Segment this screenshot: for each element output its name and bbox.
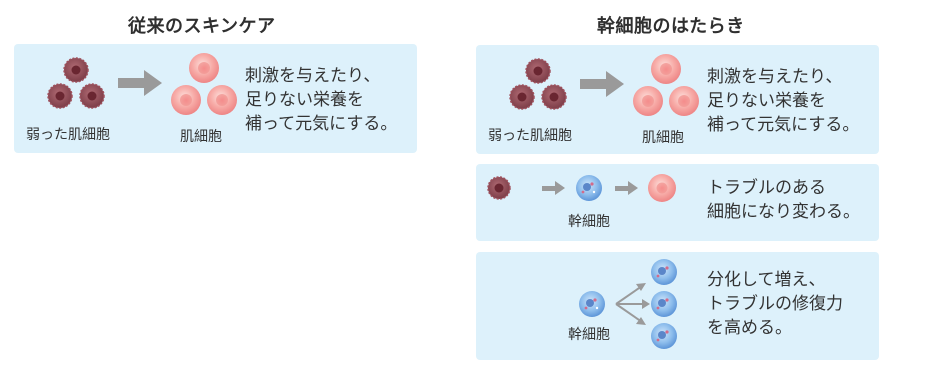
split-arrows-icon xyxy=(615,283,650,325)
panel-stem-function-2: 幹細胞 トラブルのある 細胞になり変わる。 xyxy=(476,164,879,241)
right-title: 幹細胞のはたらき xyxy=(597,16,745,37)
arrow-right-icon xyxy=(615,181,638,195)
description-line-1: 刺激を与えたり、 xyxy=(245,66,381,86)
description-line-3: 補って元気にする。 xyxy=(245,114,398,134)
description-line-3: を高める。 xyxy=(707,318,792,338)
description-line-1: トラブルのある xyxy=(707,178,826,198)
panel-stem-function-3: 幹細胞 分化して増え、 トラブルの修復力 を高める。 xyxy=(476,252,879,360)
weak-cell-icon xyxy=(487,176,511,200)
weak-cell-label: 弱った肌細胞 xyxy=(26,127,110,143)
stem-cell-icon xyxy=(576,175,602,201)
stem-cell-icon xyxy=(651,323,677,349)
skin-cell-label: 肌細胞 xyxy=(180,129,222,145)
skin-cell-label: 肌細胞 xyxy=(642,130,684,146)
stem-cell-label: 幹細胞 xyxy=(568,327,610,343)
stem-cell-icon xyxy=(651,259,677,285)
description-line-2: 足りない栄養を xyxy=(245,90,364,110)
description-line-1: 分化して増え、 xyxy=(707,270,826,290)
weak-cell-icon xyxy=(509,58,567,110)
arrow-right-icon xyxy=(118,70,162,96)
description-line-2: 足りない栄養を xyxy=(707,91,826,111)
arrow-right-icon xyxy=(580,71,624,97)
panel-stem-function-1: 弱った肌細胞 肌細胞 刺激を与えたり、 足りない栄養を 補って元気にする。 xyxy=(476,45,879,154)
weak-cell-label: 弱った肌細胞 xyxy=(488,128,572,144)
left-title: 従来のスキンケア xyxy=(128,16,276,37)
panel-conventional-skincare: 弱った肌細胞 肌細胞 刺激を与えたり、 足りない栄養を 補って元気にする。 xyxy=(14,44,417,153)
arrow-right-icon xyxy=(542,181,565,195)
stem-cell-label: 幹細胞 xyxy=(568,214,610,230)
stem-cell-icon xyxy=(651,291,677,317)
description-line-2: 細胞になり変わる。 xyxy=(707,202,860,222)
weak-cell-icon xyxy=(47,57,105,109)
description-line-2: トラブルの修復力 xyxy=(707,294,843,314)
healthy-cell-icon xyxy=(171,53,237,115)
healthy-cell-icon xyxy=(648,174,676,202)
healthy-cell-icon xyxy=(633,54,699,116)
description-line-1: 刺激を与えたり、 xyxy=(707,67,843,87)
description-line-3: 補って元気にする。 xyxy=(707,115,860,135)
stem-cell-icon xyxy=(579,291,605,317)
